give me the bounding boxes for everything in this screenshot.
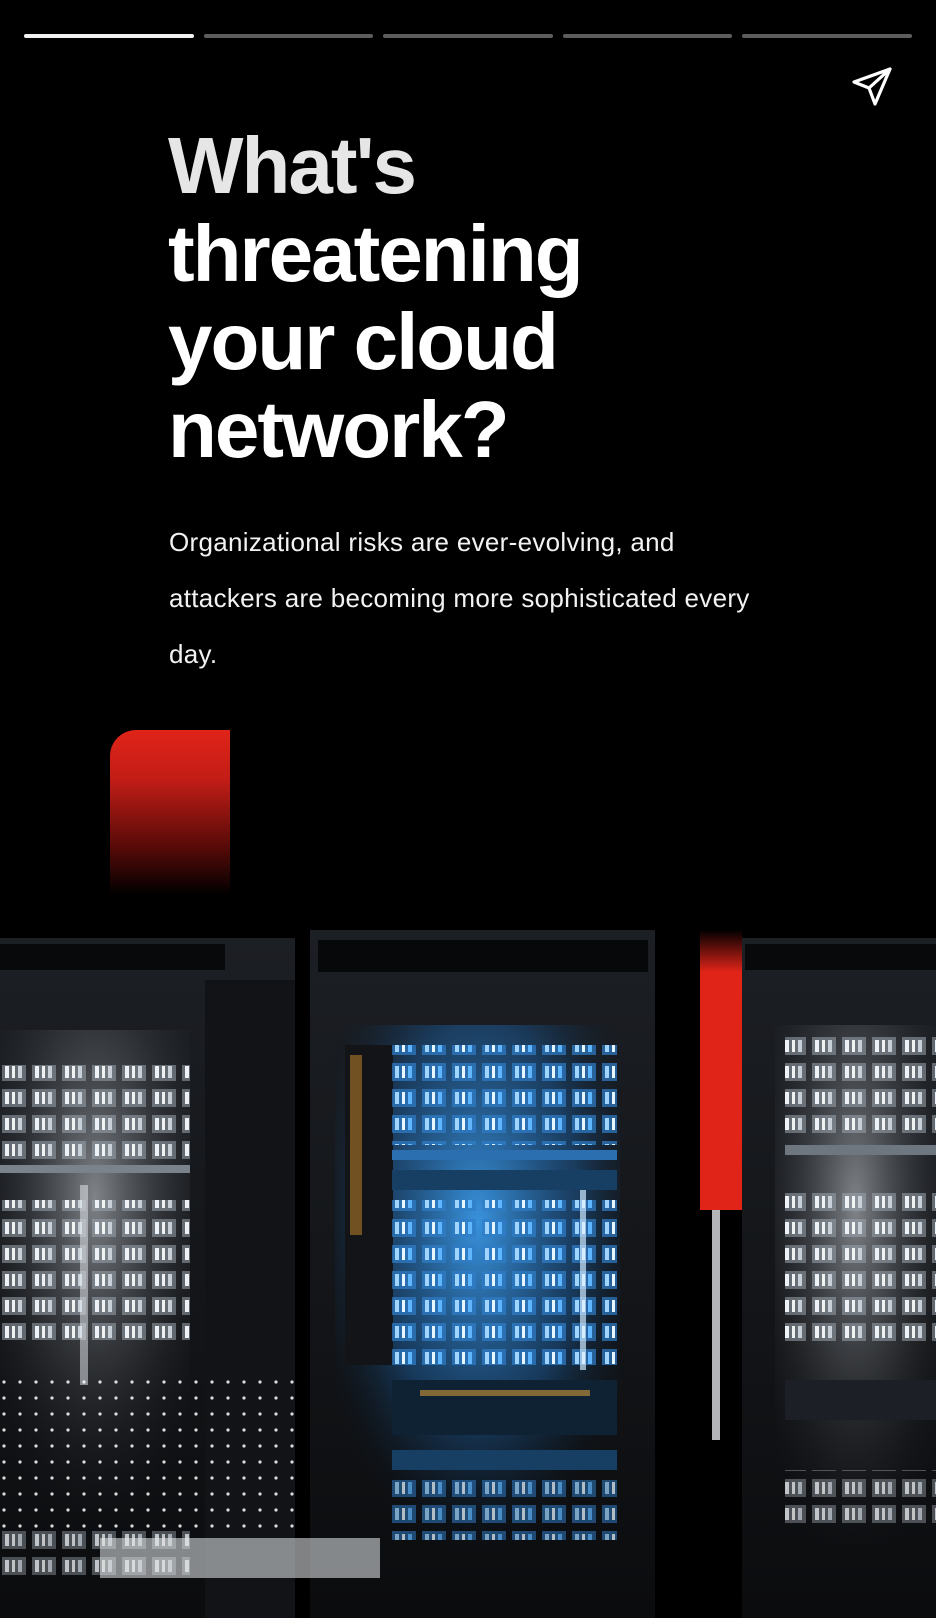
server-rack-left <box>0 938 300 1618</box>
story-progress-bar <box>24 34 912 38</box>
title-line-1: What's <box>168 121 417 210</box>
page-subtitle: Organizational risks are ever-evolving, … <box>169 527 750 669</box>
page-title: What's threatening your cloud network? <box>168 122 728 474</box>
server-rack-right <box>742 938 936 1618</box>
progress-segment-4[interactable] <box>562 34 733 38</box>
decorative-red-block <box>110 730 230 895</box>
server-illustration <box>0 930 936 1618</box>
title-line-4: network? <box>168 385 510 474</box>
progress-segment-5[interactable] <box>742 34 912 38</box>
send-icon <box>852 67 892 106</box>
server-rack-center <box>310 930 655 1618</box>
progress-segment-3[interactable] <box>383 34 553 38</box>
server-racks-image <box>0 930 936 1618</box>
title-line-2: threatening <box>168 209 584 298</box>
share-button[interactable] <box>850 64 894 108</box>
title-line-3: your cloud <box>168 297 559 386</box>
decorative-red-bar <box>700 930 742 1210</box>
progress-segment-1[interactable] <box>24 34 194 38</box>
progress-segment-2[interactable] <box>203 34 374 38</box>
